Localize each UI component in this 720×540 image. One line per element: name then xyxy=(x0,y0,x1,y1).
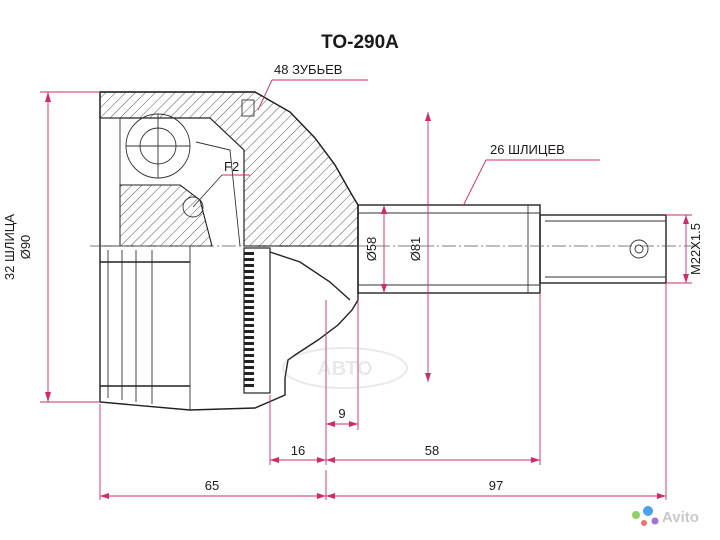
f2-callout: F2 xyxy=(224,159,239,174)
abs-tooth xyxy=(244,306,254,309)
abs-tooth xyxy=(244,264,254,267)
abs-tooth xyxy=(244,276,254,279)
abs-tooth xyxy=(244,288,254,291)
shaft-splines-callout: 26 ШЛИЦЕВ xyxy=(490,142,565,157)
abs-tooth xyxy=(244,360,254,363)
part-number-title: TO-290A xyxy=(321,32,399,53)
abs-tooth xyxy=(244,372,254,375)
dia-outer-label: Ø90 xyxy=(18,235,33,260)
svg-text:АВТО: АВТО xyxy=(317,358,372,380)
abs-ring-teeth xyxy=(244,252,254,387)
abs-tooth xyxy=(244,336,254,339)
abs-tooth xyxy=(244,354,254,357)
cv-joint-outline xyxy=(99,91,667,411)
abs-tooth xyxy=(244,330,254,333)
abs-tooth xyxy=(244,252,254,255)
svg-text:Avito: Avito xyxy=(662,509,699,526)
abs-tooth xyxy=(244,384,254,387)
abs-tooth xyxy=(244,270,254,273)
abs-tooth xyxy=(244,258,254,261)
abs-tooth xyxy=(244,324,254,327)
len-58-label: 58 xyxy=(425,443,439,458)
dimension-lines xyxy=(40,79,692,500)
thread-label: M22X1.5 xyxy=(688,223,703,275)
len-9-label: 9 xyxy=(338,406,345,421)
abs-tooth xyxy=(244,378,254,381)
abs-tooth xyxy=(244,366,254,369)
abs-tooth xyxy=(244,348,254,351)
auto-logo-watermark: АВТО xyxy=(282,347,408,389)
dia-58-label: Ø58 xyxy=(364,237,379,262)
abs-tooth xyxy=(244,312,254,315)
inner-splines-label: 32 ШЛИЦА xyxy=(2,214,17,280)
len-16-label: 16 xyxy=(291,443,305,458)
len-97-label: 97 xyxy=(489,478,503,493)
abs-tooth xyxy=(244,342,254,345)
dia-81-label: Ø81 xyxy=(408,237,423,262)
abs-tooth xyxy=(244,294,254,297)
abs-tooth xyxy=(244,282,254,285)
abs-tooth xyxy=(244,318,254,321)
teeth-callout: 48 ЗУБЬЕВ xyxy=(274,62,342,77)
avito-watermark: Avito xyxy=(632,506,699,526)
len-65-label: 65 xyxy=(205,478,219,493)
abs-tooth xyxy=(244,300,254,303)
